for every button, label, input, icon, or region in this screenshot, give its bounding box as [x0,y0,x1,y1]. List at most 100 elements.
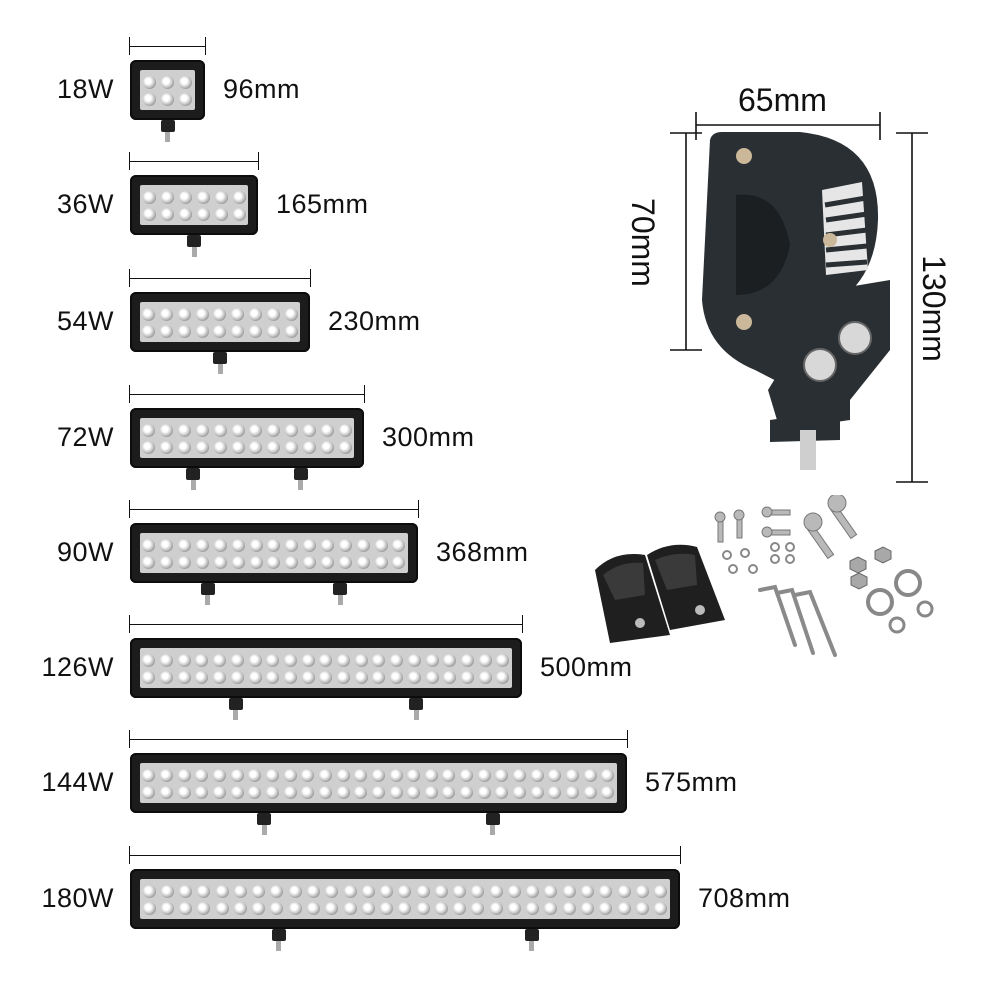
length-label: 96mm [223,74,301,104]
led-icon [159,769,173,782]
led-icon [461,671,474,684]
wattage-label: 144W [41,767,114,797]
led-icon [142,424,156,437]
led-icon [601,786,615,799]
led-icon [248,325,262,338]
led-icon [160,76,174,89]
led-icon [231,441,245,454]
length-label: 575mm [645,767,738,797]
led-icon [318,769,332,782]
led-icon [338,539,352,552]
led-icon [599,885,613,898]
led-icon [213,654,227,667]
led-icon [562,885,576,898]
led-icon [337,671,351,684]
led-icon [338,556,352,569]
led-icon [489,885,503,898]
led-icon [179,93,193,106]
led-icon [285,424,299,437]
led-icon [424,769,438,782]
bolt-icon [217,364,223,374]
led-icon [195,769,209,782]
length-dimension-line [129,846,681,864]
led-icon [319,671,333,684]
led-icon [178,441,192,454]
led-icon [583,786,597,799]
led-icon [248,769,262,782]
led-icon [142,325,156,338]
led-icon [177,786,191,799]
led-icon [321,539,335,552]
bolt-icon [233,710,239,720]
led-icon [196,208,210,221]
led-icon [232,191,246,204]
led-icon [160,208,174,221]
light-bar-icon [702,132,890,470]
led-icon [453,885,467,898]
led-icon [389,786,403,799]
led-icon [442,769,456,782]
led-icon [302,424,316,437]
led-icon [390,671,404,684]
led-icon [407,769,421,782]
led-icon [320,441,334,454]
led-icon [142,902,156,915]
led-icon [361,885,375,898]
led-icon [195,308,209,321]
bolt-icon [165,132,170,142]
led-icon [230,769,244,782]
led-icon [372,671,386,684]
led-icon [233,902,247,915]
led-icon [307,885,321,898]
led-icon [213,441,227,454]
led-icon [285,556,299,569]
length-label: 708mm [698,883,791,913]
wattage-label: 72W [56,422,114,452]
led-icon [231,556,245,569]
led-icon [265,769,279,782]
led-icon [283,654,297,667]
led-icon [301,654,315,667]
wattage-label: 90W [56,537,114,567]
led-icon [195,441,209,454]
led-icon [160,902,174,915]
led-icon [142,654,156,667]
led-icon [354,671,368,684]
length-label: 230mm [328,306,421,336]
led-icon [354,786,368,799]
led-icon [390,654,404,667]
led-icon [416,885,430,898]
led-icon [507,885,521,898]
mount-foot-icon [186,468,201,480]
led-icon [142,441,156,454]
mount-foot-icon [257,813,272,825]
led-icon [392,556,406,569]
led-icon [249,441,263,454]
led-icon [478,671,492,684]
bolt-icon [529,941,534,951]
wattage-label: 180W [41,883,114,913]
hardware-kit-icon [595,495,934,657]
led-icon [160,539,174,552]
mount-foot-icon [187,235,201,247]
led-icon [142,308,156,321]
led-icon [548,786,562,799]
light-bar-icon [130,869,680,929]
led-icon [252,885,266,898]
led-icon [266,654,280,667]
total-height-dimension-label: 130mm [915,255,952,362]
led-icon [407,654,421,667]
led-icon [461,654,474,667]
length-dimension-line [129,385,365,403]
side-view-drawing [670,112,928,483]
mount-foot-icon [200,583,215,595]
led-icon [374,539,388,552]
led-icon [321,556,335,569]
length-dimension-line [129,269,311,287]
led-icon [453,902,467,915]
led-icon [142,76,156,89]
led-icon [197,902,211,915]
led-icon [496,654,510,667]
led-icon [266,671,280,684]
led-icon [195,325,209,338]
